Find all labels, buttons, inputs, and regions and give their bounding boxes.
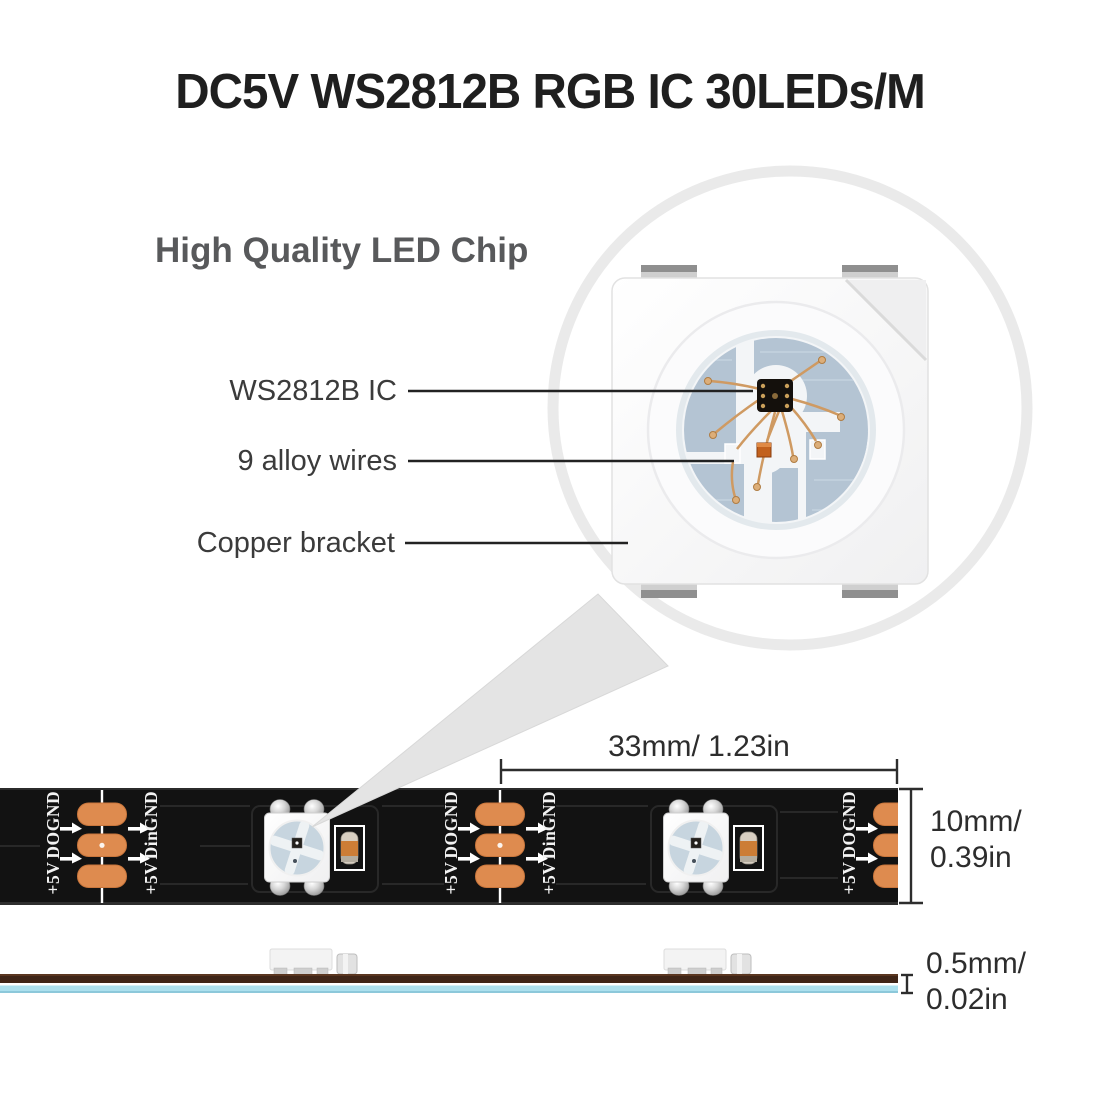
section-heading: High Quality LED Chip (155, 231, 529, 270)
callout-lines (405, 389, 753, 545)
pad-label-out: DO (441, 831, 461, 858)
ws2812b-ic-die (757, 379, 793, 412)
dimension-markers (499, 759, 923, 995)
arrow-right-icon (856, 822, 878, 864)
thickness-dimension-bracket (901, 973, 913, 995)
pad-label-in: +5V (539, 862, 559, 895)
callout-label-ic: WS2812B IC (229, 375, 397, 407)
arrow-right-icon (458, 822, 548, 864)
solder-pad (77, 802, 127, 826)
pad-label-in: Din (141, 831, 161, 860)
pad-label-in: Din (539, 831, 559, 860)
chip-legs (641, 265, 898, 598)
led-profile (269, 948, 358, 976)
led-strip-side-view (0, 948, 898, 993)
solder-pad (873, 864, 898, 888)
pad-label-out: DO (839, 831, 859, 858)
pad-label-out: DO (43, 831, 63, 858)
solder-pad-group: GND DO +5V GND Din +5V (441, 790, 559, 903)
pad-label-out: GND (441, 791, 461, 831)
smd-capacitor (733, 825, 764, 871)
led-die (756, 442, 772, 458)
magnifier-callout-wedge (311, 593, 669, 828)
length-dimension-bracket (499, 759, 899, 784)
led-package (663, 799, 729, 896)
solder-pad-group: GND DO +5V (839, 791, 898, 895)
smd-capacitor (334, 825, 365, 871)
callout-label-bracket: Copper bracket (196, 527, 395, 559)
pad-label-in: GND (141, 791, 161, 831)
callout-label-wires: 9 alloy wires (237, 445, 397, 477)
solder-pad (475, 864, 525, 888)
pad-label-out: +5V (441, 862, 461, 895)
pad-label-out: +5V (43, 862, 63, 895)
chip-magnified-view (547, 165, 1033, 651)
solder-pad (475, 802, 525, 826)
solder-pad (873, 833, 898, 857)
adhesive-layer (0, 985, 898, 993)
pcb-side (0, 974, 898, 983)
arrow-right-icon (60, 822, 150, 864)
dimension-thickness-label: 0.5mm/ 0.02in (926, 947, 1027, 1016)
wire-bond-dots (704, 356, 845, 504)
pad-label-in: +5V (141, 862, 161, 895)
pad-label-out: +5V (839, 862, 859, 895)
solder-pad (77, 864, 127, 888)
pad-label-out: GND (839, 791, 859, 831)
width-dimension-bracket (899, 787, 923, 905)
led-strip-top-view: GND DO +5V GND Din +5V (0, 788, 898, 905)
dimension-length-label: 33mm/ 1.23in (608, 730, 790, 763)
dimension-width-label: 10mm/ 0.39in (930, 805, 1022, 874)
led-package (264, 799, 330, 896)
led-profile (663, 948, 752, 976)
solder-pad (873, 802, 898, 826)
pad-label-in: GND (539, 791, 559, 831)
solder-pad-group: GND DO +5V GND Din +5V (43, 790, 161, 903)
page-title: DC5V WS2812B RGB IC 30LEDs/M (175, 65, 925, 119)
pad-label-out: GND (43, 791, 63, 831)
